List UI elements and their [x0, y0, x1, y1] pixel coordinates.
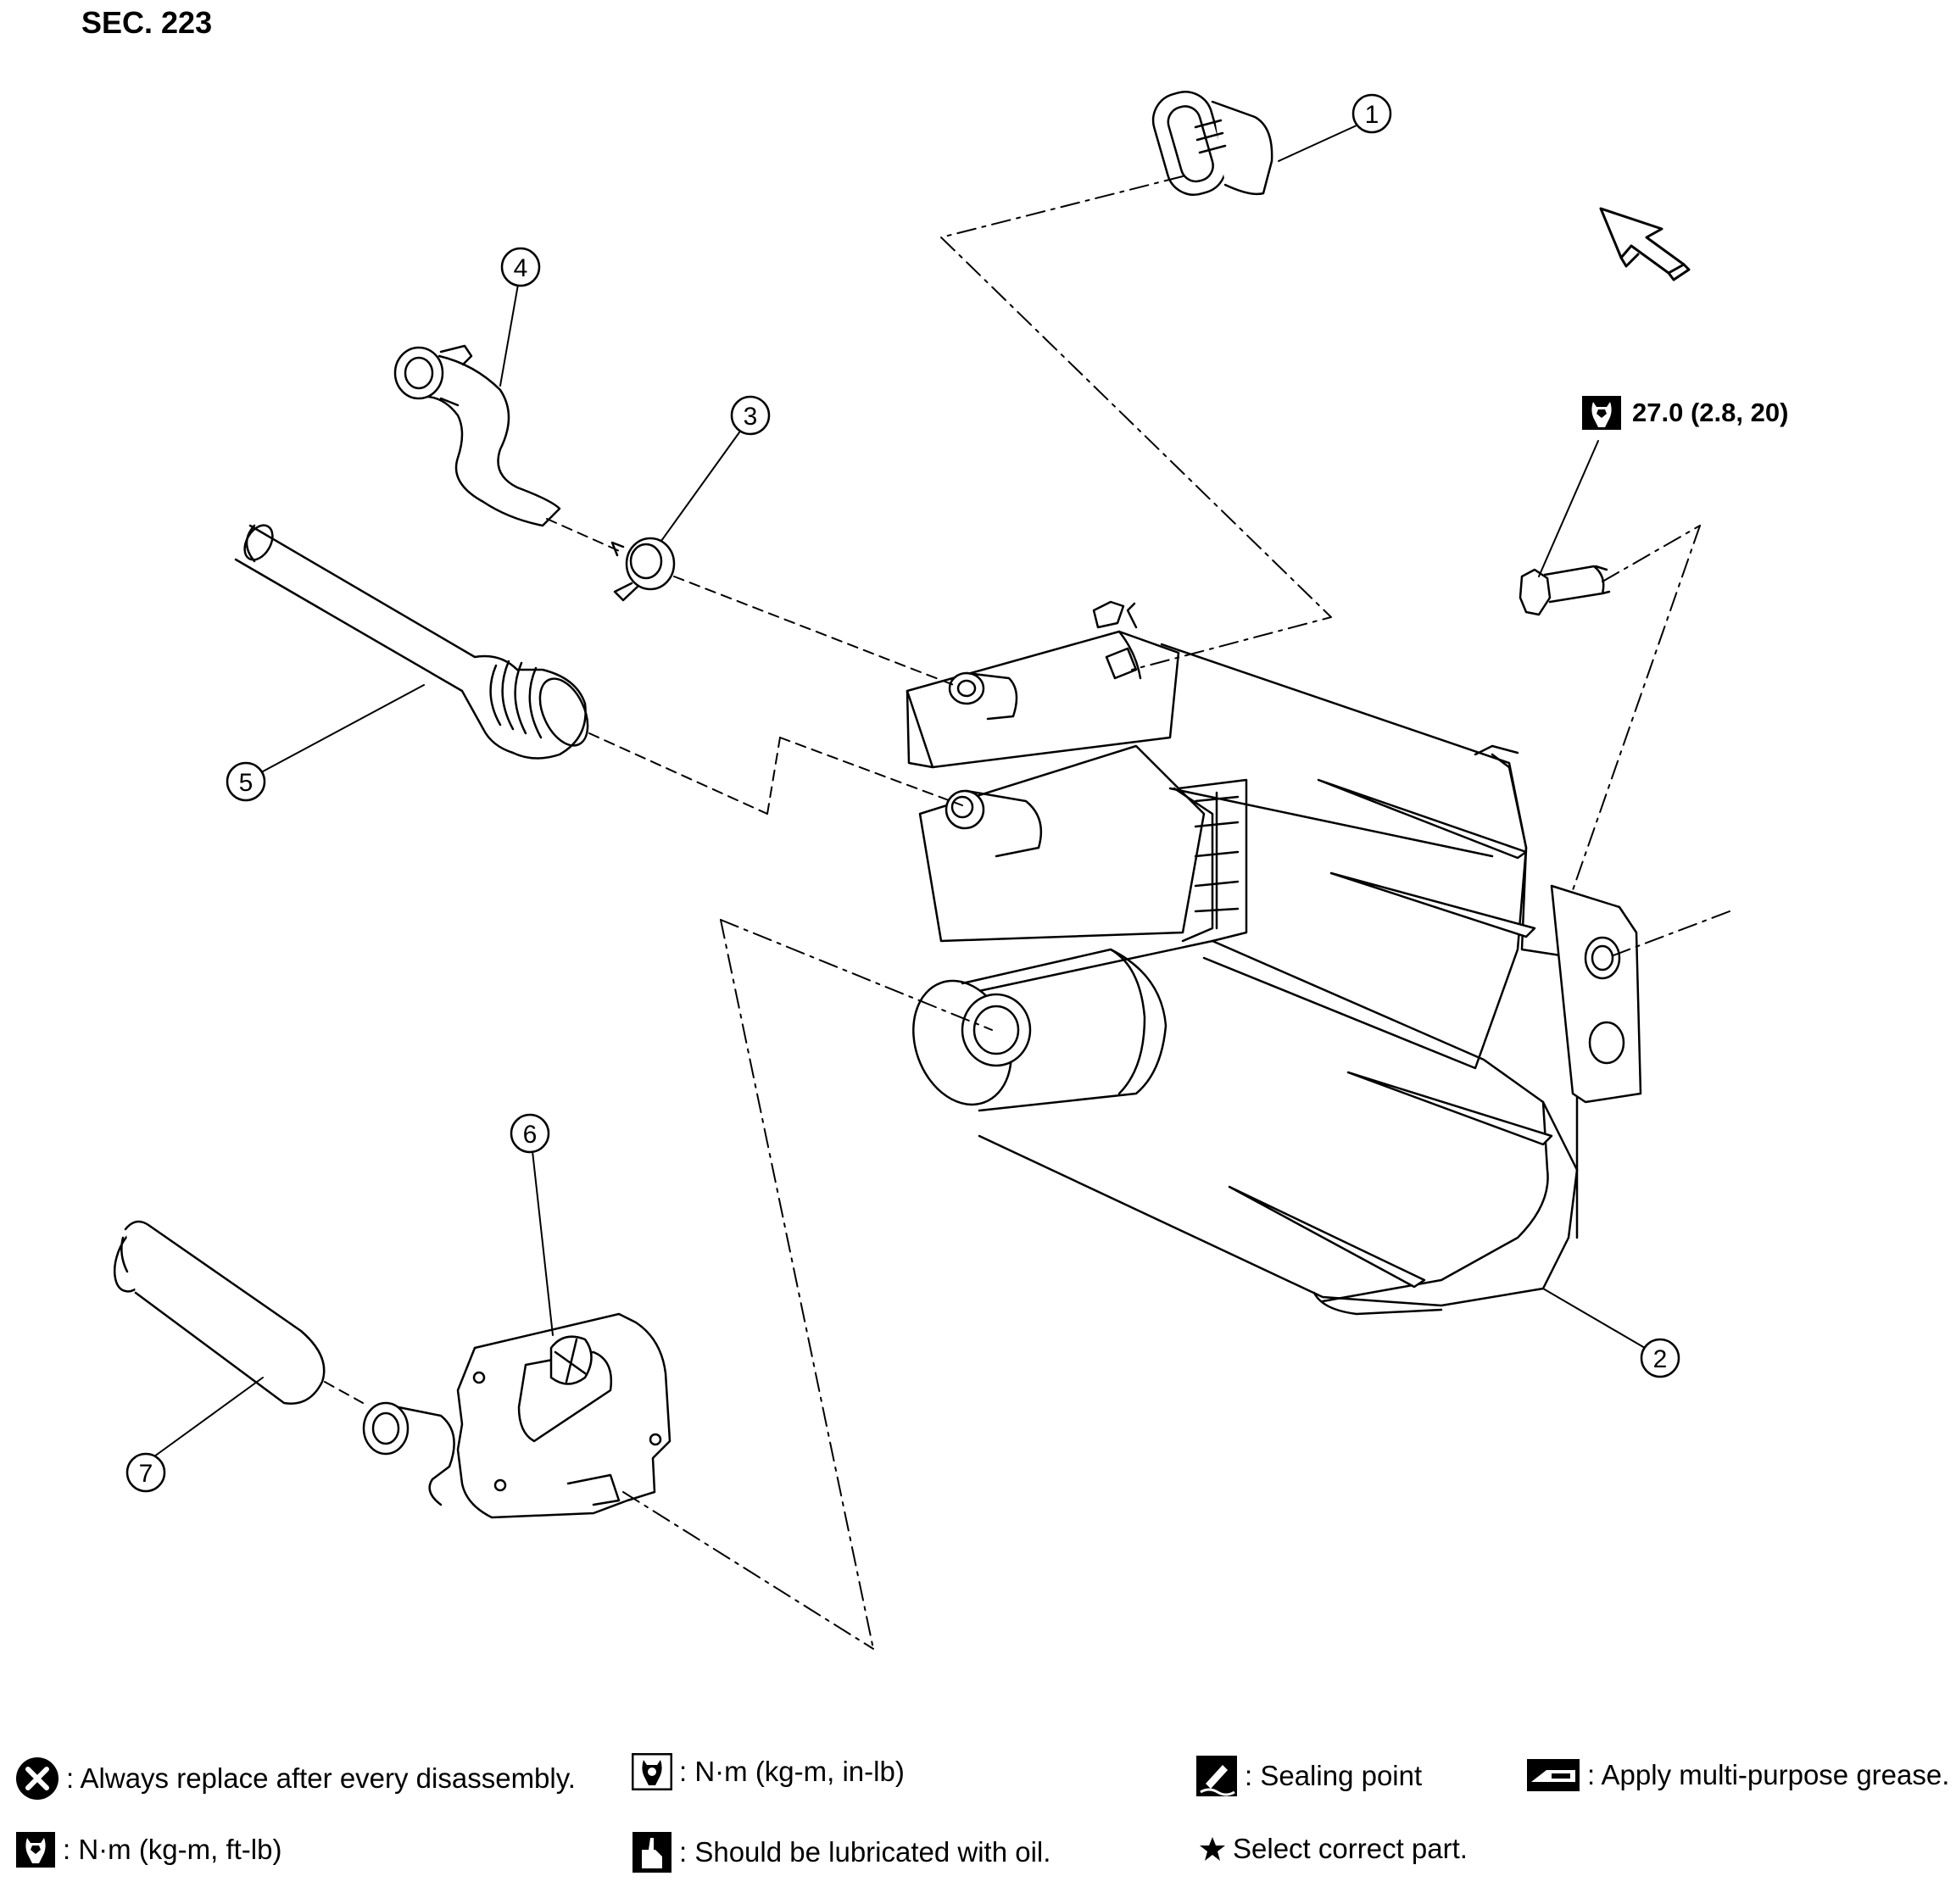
legend-lubricated-oil-text: : Should be lubricated with oil. [679, 1836, 1051, 1868]
torque-wrench-icon [16, 1832, 55, 1868]
callout-3: 3 [744, 403, 758, 431]
legend-torque-ft-lb: : N·m (kg-m, ft-lb) [15, 1831, 281, 1868]
callout-2: 2 [1653, 1345, 1668, 1373]
torque-spec: 27.0 (2.8, 20) [1581, 395, 1788, 431]
mounting-bolt [1519, 565, 1611, 616]
legend-multi-purpose-grease-text: : Apply multi-purpose grease. [1587, 1759, 1950, 1790]
legend-sealing-point: : Sealing point [1195, 1755, 1422, 1797]
callout-circles [125, 93, 1680, 1493]
callout-6: 6 [523, 1121, 538, 1149]
torque-wrench-icon [632, 1753, 672, 1790]
legend-select-part-text: Select correct part. [1233, 1833, 1468, 1864]
legend-lubricated-oil: : Should be lubricated with oil. [632, 1831, 1050, 1873]
callout-1: 1 [1365, 101, 1379, 129]
part-5-hose-bellows [234, 524, 589, 760]
assembly-dashed-lines [324, 518, 963, 1404]
legend-multi-purpose-grease: : Apply multi-purpose grease. [1526, 1758, 1949, 1792]
legend-sealing-point-text: : Sealing point [1245, 1760, 1423, 1791]
part-1-connector [1151, 91, 1273, 196]
part-7-hose [113, 1220, 326, 1405]
replace-x-icon [16, 1757, 59, 1800]
assembly-chain-lines [622, 175, 1730, 1650]
legend-torque-in-lb-text: : N·m (kg-m, in-lb) [679, 1756, 905, 1787]
legend-select-part: Select correct part. [1199, 1833, 1468, 1865]
section-label: SEC. 223 [81, 5, 213, 40]
leader-lines [153, 125, 1646, 1457]
torque-spec-value: 27.0 (2.8, 20) [1632, 398, 1789, 427]
callout-4: 4 [514, 254, 528, 282]
grease-gun-icon [1527, 1759, 1580, 1791]
callout-7: 7 [139, 1460, 153, 1488]
torque-wrench-icon [1582, 396, 1621, 430]
legend-always-replace-text: : Always replace after every disassembly… [66, 1762, 576, 1794]
sealing-icon [1196, 1756, 1237, 1796]
legend-torque-in-lb: : N·m (kg-m, in-lb) [632, 1753, 905, 1790]
front-arrow-icon [1599, 207, 1691, 281]
star-icon [1200, 1837, 1225, 1861]
oil-can-icon [632, 1832, 672, 1873]
part-3-clamp [610, 537, 676, 602]
part-2-canister [906, 600, 1642, 1316]
legend-torque-ft-lb-text: : N·m (kg-m, ft-lb) [63, 1834, 282, 1865]
legend-always-replace: : Always replace after every disassembly… [15, 1756, 576, 1801]
part-4-bent-hose [393, 344, 561, 527]
part-6-valve [362, 1312, 672, 1519]
callout-5: 5 [239, 769, 254, 797]
